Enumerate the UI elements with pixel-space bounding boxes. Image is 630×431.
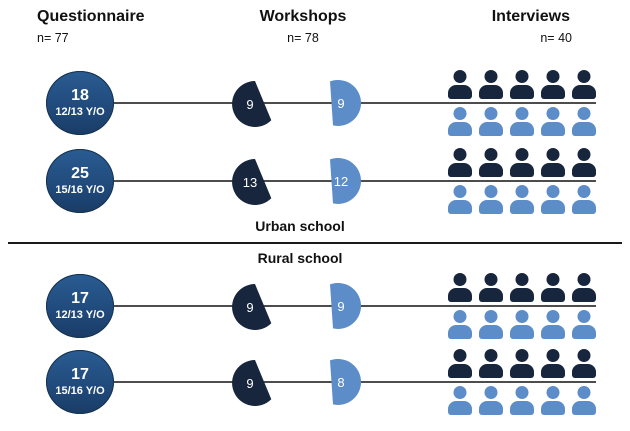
person-icon [541,107,565,136]
interviewees-dark-row [448,349,596,378]
column-n-interviews: n= 40 [540,31,572,45]
person-icon [479,148,503,177]
person-icon [572,148,596,177]
interviewees-light-row [448,310,596,339]
person-icon [448,273,472,302]
person-icon [479,185,503,214]
workshop-pie-dark: 13 [232,159,272,205]
urban-row-12-13: 18 12/13 Y/O 9 9 [0,63,630,143]
person-icon [572,386,596,415]
column-n-questionnaire: n= 77 [37,31,69,45]
person-icon [479,349,503,378]
person-icon [510,273,534,302]
workshop-count-light: 9 [337,96,344,111]
age-group-label: 12/13 Y/O [55,308,105,321]
person-icon [541,349,565,378]
person-icon [541,273,565,302]
interviewees-dark-row [448,273,596,302]
person-icon [448,349,472,378]
person-icon [510,107,534,136]
person-icon [479,107,503,136]
person-icon [448,70,472,99]
workshop-count-light: 8 [337,375,344,390]
person-icon [510,349,534,378]
person-icon [510,148,534,177]
age-group-label: 12/13 Y/O [55,105,105,118]
person-icon [572,107,596,136]
person-icon [572,273,596,302]
person-icon [510,386,534,415]
workshop-pie-dark: 9 [232,81,272,127]
person-icon [448,386,472,415]
section-label-rural: Rural school [257,250,343,266]
questionnaire-count: 17 [71,366,89,384]
workshop-count-dark: 9 [246,300,253,315]
person-icon [510,310,534,339]
workshop-count-dark: 9 [246,376,253,391]
column-title-workshops: Workshops [259,8,347,25]
person-icon [510,70,534,99]
person-icon [479,70,503,99]
person-icon [448,310,472,339]
questionnaire-circle: 18 12/13 Y/O [46,71,114,135]
workshop-count-dark: 13 [243,175,257,190]
questionnaire-count: 17 [71,290,89,308]
questionnaire-circle: 17 12/13 Y/O [46,274,114,338]
person-icon [448,148,472,177]
workshop-count-dark: 9 [246,97,253,112]
person-icon [510,185,534,214]
workshop-pie-dark: 9 [232,284,272,330]
interviewees-light-row [448,185,596,214]
column-n-workshops: n= 78 [287,31,319,45]
person-icon [541,70,565,99]
questionnaire-count: 18 [71,87,89,105]
person-icon [572,185,596,214]
workshop-pie-light: 9 [330,79,362,126]
workshop-count-light: 12 [334,174,348,189]
age-group-label: 15/16 Y/O [55,183,105,196]
person-icon [541,185,565,214]
workshop-pie-dark: 9 [232,360,272,406]
person-icon [448,185,472,214]
person-icon [541,386,565,415]
workshop-pie-light: 12 [330,157,362,204]
person-icon [479,386,503,415]
interviewees-light-row [448,107,596,136]
column-title-interviews: Interviews [491,8,570,25]
questionnaire-circle: 25 15/16 Y/O [46,149,114,213]
section-label-urban: Urban school [255,218,345,234]
column-title-questionnaire: Questionnaire [37,8,145,25]
person-icon [479,273,503,302]
workshop-count-light: 9 [337,299,344,314]
workshop-pie-light: 9 [330,282,362,329]
urban-row-15-16: 25 15/16 Y/O 13 12 [0,141,630,221]
interviewees-light-row [448,386,596,415]
interviewees-dark-row [448,70,596,99]
rural-row-15-16: 17 15/16 Y/O 9 8 [0,342,630,422]
person-icon [572,349,596,378]
workshop-pie-light: 8 [330,358,362,405]
interviewees-dark-row [448,148,596,177]
questionnaire-circle: 17 15/16 Y/O [46,350,114,414]
person-icon [572,310,596,339]
rural-row-12-13: 17 12/13 Y/O 9 9 [0,266,630,346]
person-icon [448,107,472,136]
questionnaire-count: 25 [71,165,89,183]
person-icon [572,70,596,99]
person-icon [541,310,565,339]
person-icon [479,310,503,339]
person-icon [541,148,565,177]
age-group-label: 15/16 Y/O [55,384,105,397]
section-divider-line [8,242,622,244]
